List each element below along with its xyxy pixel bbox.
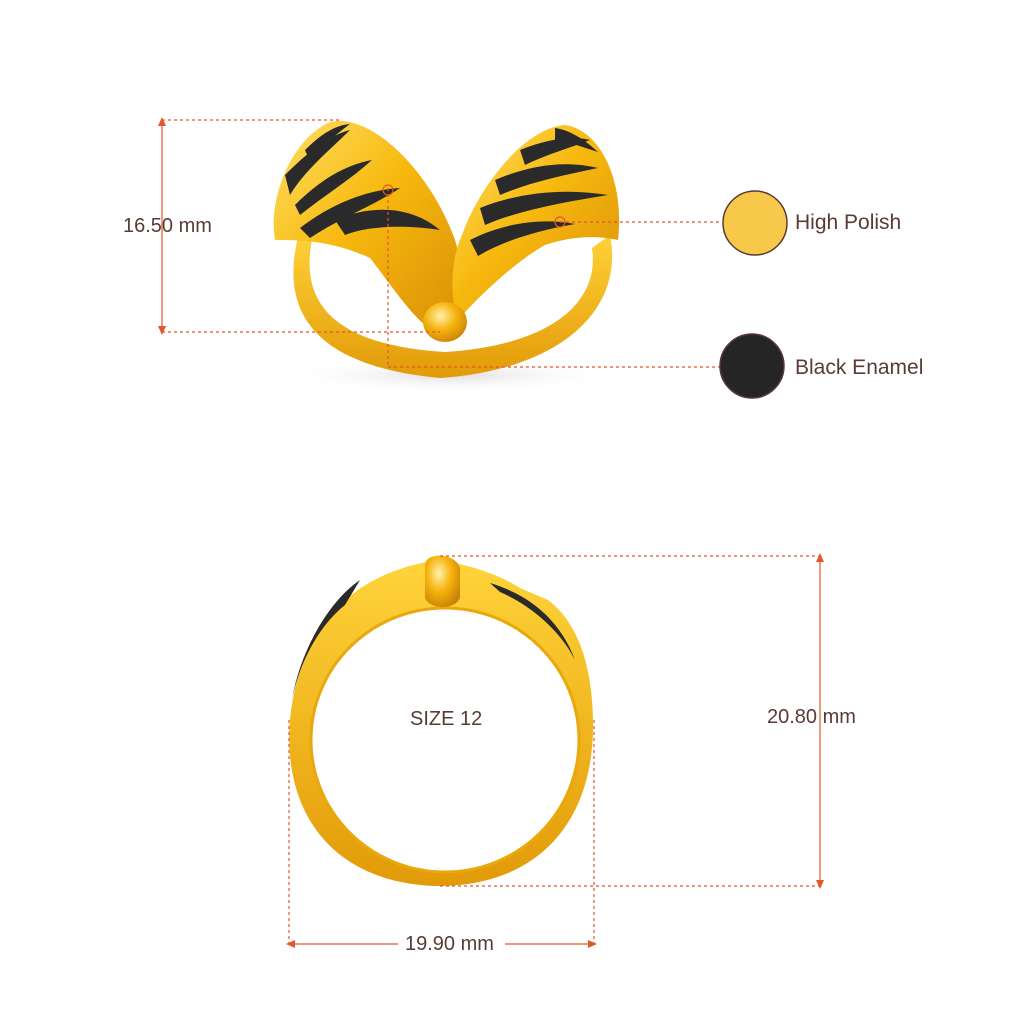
black-enamel-label: Black Enamel — [795, 356, 924, 379]
ring-size-label: SIZE 12 — [410, 708, 483, 730]
black-enamel-swatch — [719, 333, 785, 399]
high-polish-swatch — [722, 190, 788, 256]
left-enamel-stripes — [285, 124, 440, 238]
height-top-label: 16.50 mm — [123, 215, 212, 237]
front-dimension-lines — [288, 555, 821, 945]
top-dimension-lines — [161, 119, 722, 368]
center-bead — [423, 302, 467, 342]
width-front-label: 19.90 mm — [405, 933, 494, 955]
right-enamel-stripes — [470, 128, 608, 256]
high-polish-label: High Polish — [795, 211, 902, 234]
height-front-label: 20.80 mm — [767, 706, 856, 728]
ring-front-view — [289, 555, 594, 886]
ring-top-view — [273, 120, 620, 393]
